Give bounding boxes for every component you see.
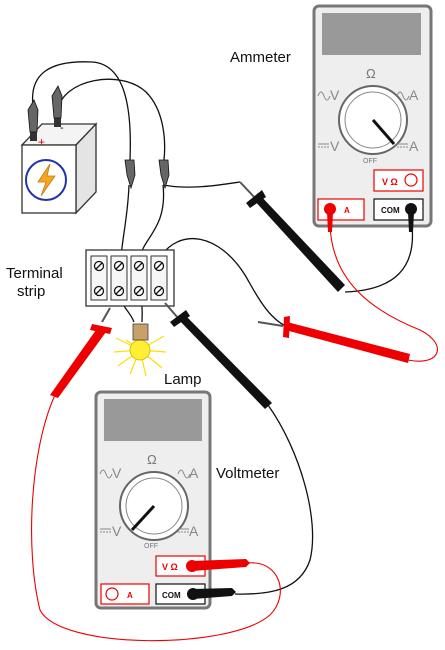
- voltmeter-ac-amps: A: [189, 465, 199, 481]
- voltmeter-display: [104, 399, 202, 441]
- lamp-base: [132, 323, 149, 341]
- test-clips: [124, 159, 170, 190]
- battery-lead-right: [57, 78, 166, 161]
- ammeter-dc-volts: V: [330, 138, 340, 154]
- alligator-clip-icon: [27, 99, 39, 133]
- voltmeter-ac-volts: V: [112, 465, 122, 481]
- battery-lead-left: [31, 61, 131, 161]
- plug-icon: [193, 588, 236, 599]
- ammeter-ohm-symbol: Ω: [366, 66, 376, 81]
- lamp: [113, 323, 167, 377]
- battery-terminal-pos: [30, 132, 37, 141]
- alligator-clip-icon: [124, 159, 136, 190]
- strip-to-ammeter-red: [157, 237, 291, 329]
- ac-wave-icon: [177, 469, 191, 479]
- voltmeter-red-probe: [50, 307, 112, 398]
- battery-minus-sign: -: [60, 122, 64, 134]
- battery-terminal-neg: [54, 118, 61, 127]
- voltmeter-dc-amps: A: [189, 523, 199, 539]
- voltmeter-label: Voltmeter: [216, 465, 279, 482]
- ammeter-black-probe: [239, 181, 345, 292]
- lamp-label: Lamp: [164, 371, 202, 388]
- voltmeter-dial-pointer: [130, 504, 156, 532]
- alligator-clip-icon: [158, 159, 170, 190]
- ammeter-v-ohm-label: V Ω: [382, 177, 398, 187]
- dc-symbol-icon: [100, 528, 111, 533]
- ammeter-ac-volts: V: [330, 87, 340, 103]
- ac-wave-icon: [99, 469, 113, 479]
- ammeter-display: [322, 13, 421, 55]
- ammeter-label: Ammeter: [230, 49, 291, 66]
- ammeter-dc-amps: A: [409, 138, 419, 154]
- voltmeter-com-label: COM: [162, 591, 181, 600]
- dc-symbol-icon: [397, 143, 408, 148]
- voltmeter-red-lead: [31, 394, 281, 642]
- plug-icon: [192, 559, 250, 571]
- terminal-strip: [85, 249, 175, 307]
- alligator-clip-icon: [51, 85, 63, 119]
- battery: + -: [20, 85, 98, 215]
- voltmeter-ohm-symbol: Ω: [147, 452, 157, 467]
- terminal-strip-label-line2: strip: [17, 283, 45, 300]
- voltmeter-black-lead: [234, 404, 314, 595]
- dc-symbol-icon: [178, 528, 189, 533]
- clip-wire-left: [120, 184, 130, 259]
- dc-symbol-icon: [318, 143, 329, 148]
- terminal-strip-label-line1: Terminal: [6, 265, 63, 282]
- voltmeter: Ω V A V A OFF V Ω A COM: [94, 390, 250, 610]
- ac-wave-icon: [317, 91, 331, 101]
- wires: [31, 61, 414, 595]
- clip-wire-right: [140, 184, 165, 259]
- ammeter: Ω V A V A OFF V Ω A COM: [312, 4, 433, 232]
- ammeter-amps-label: A: [344, 206, 350, 215]
- voltmeter-black-probe: [164, 302, 272, 409]
- ammeter-ac-amps: A: [409, 87, 419, 103]
- voltmeter-dc-volts: V: [112, 523, 122, 539]
- clip-to-probe-wire: [162, 181, 241, 188]
- ammeter-off-label: OFF: [363, 158, 377, 165]
- plug-icon: [408, 212, 414, 232]
- ac-wave-icon: [396, 91, 410, 101]
- voltmeter-off-label: OFF: [144, 543, 158, 550]
- ammeter-red-probe: [257, 316, 410, 363]
- plug-icon: [327, 212, 333, 232]
- ammeter-com-label: COM: [381, 206, 400, 215]
- lightning-bolt-icon: [37, 163, 56, 197]
- red-wires: [31, 224, 438, 642]
- battery-plus-sign: +: [38, 135, 45, 149]
- ammeter-dial-pointer: [371, 119, 396, 145]
- screw-icon: [93, 260, 165, 297]
- voltmeter-v-ohm-label: V Ω: [162, 562, 178, 572]
- ammeter-com-lead: [344, 225, 414, 293]
- voltmeter-amps-label: A: [127, 591, 133, 600]
- ammeter-red-lead: [329, 224, 438, 362]
